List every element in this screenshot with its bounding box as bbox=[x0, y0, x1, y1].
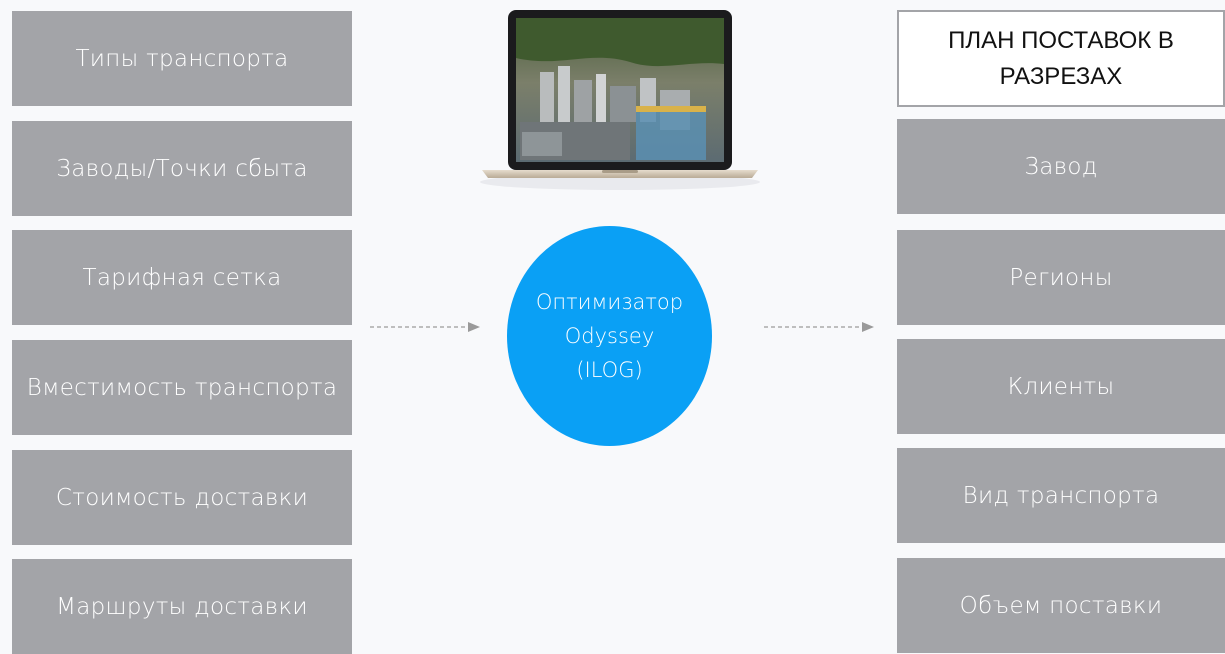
optimizer-circle: Оптимизатор Odyssey (ILOG) bbox=[507, 226, 712, 446]
output-label: Клиенты bbox=[1007, 373, 1115, 400]
output-label: Вид транспорта bbox=[962, 482, 1160, 509]
arrow-to-optimizer bbox=[370, 322, 480, 332]
input-box-tariff-grid: Тарифная сетка bbox=[12, 230, 352, 325]
optimizer-label-line1: Оптимизатор bbox=[535, 290, 684, 314]
arrow-to-plan bbox=[764, 322, 874, 332]
input-label: Маршруты доставки bbox=[56, 593, 308, 620]
input-label: Тарифная сетка bbox=[82, 264, 282, 291]
laptop-image bbox=[480, 10, 760, 190]
output-label: Регионы bbox=[1009, 264, 1113, 291]
output-box-volume: Объем поставки bbox=[897, 558, 1225, 653]
optimizer-label-line2: Odyssey bbox=[564, 324, 655, 348]
output-box-clients: Клиенты bbox=[897, 339, 1225, 434]
plan-title-line2: РАЗРЕЗАХ bbox=[999, 62, 1123, 90]
plan-header-box: ПЛАН ПОСТАВОК В РАЗРЕЗАХ bbox=[897, 10, 1225, 107]
input-box-plants: Заводы/Точки сбыта bbox=[12, 121, 352, 216]
input-box-delivery-cost: Стоимость доставки bbox=[12, 450, 352, 545]
output-label: Завод bbox=[1024, 153, 1098, 180]
input-label: Вместимость транспорта bbox=[26, 374, 338, 401]
input-label: Заводы/Точки сбыта bbox=[56, 155, 308, 182]
output-box-regions: Регионы bbox=[897, 230, 1225, 325]
output-label: Объем поставки bbox=[959, 592, 1163, 619]
input-box-transport-types: Типы транспорта bbox=[12, 11, 352, 106]
output-box-plant: Завод bbox=[897, 119, 1225, 214]
input-box-capacity: Вместимость транспорта bbox=[12, 340, 352, 435]
plan-title-line1: ПЛАН ПОСТАВОК В bbox=[948, 26, 1174, 54]
input-label: Стоимость доставки bbox=[55, 484, 309, 511]
input-label: Типы транспорта bbox=[75, 45, 289, 72]
input-box-routes: Маршруты доставки bbox=[12, 559, 352, 654]
optimizer-label-line3: (ILOG) bbox=[576, 358, 643, 382]
output-box-transport-type: Вид транспорта bbox=[897, 448, 1225, 543]
